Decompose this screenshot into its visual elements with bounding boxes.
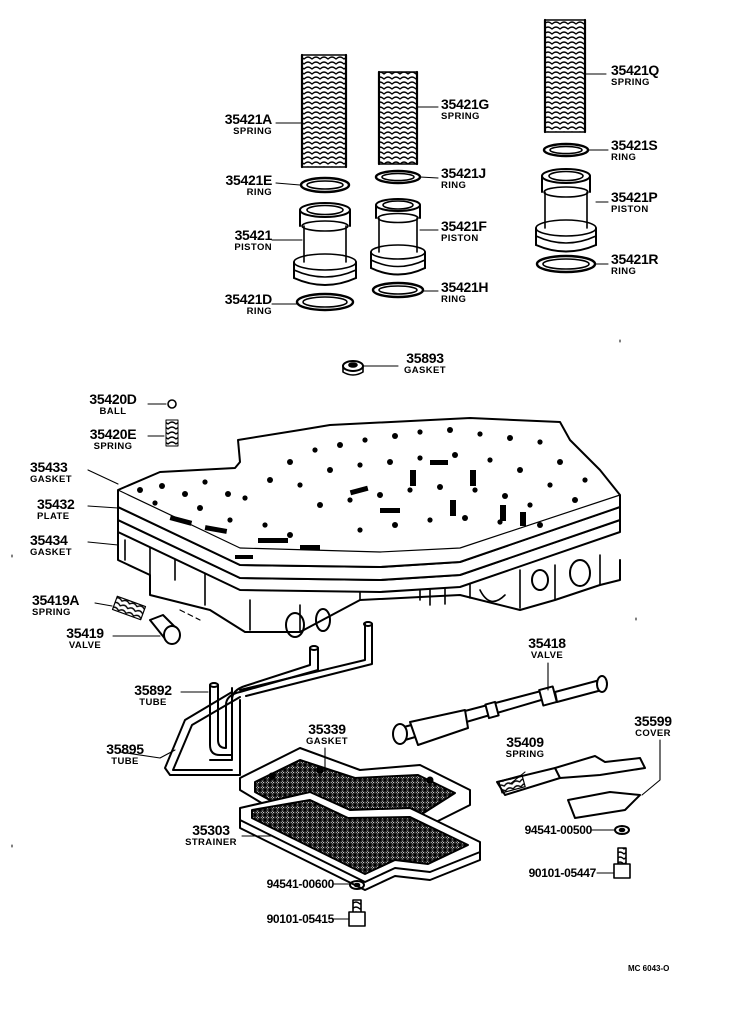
gasket-35893 [342, 360, 364, 376]
piston-35421 [293, 202, 357, 286]
figure-code: MC 6043-O [628, 964, 670, 973]
part-label-94541-00500: 94541-00500 [524, 823, 593, 837]
cover-35599 [567, 791, 641, 819]
spring-35420E [165, 419, 179, 447]
spring-35409 [496, 755, 646, 796]
spring-35421A [300, 53, 348, 169]
bolt-90101-05447 [613, 847, 631, 879]
tubes [164, 621, 373, 776]
piston-35421P [535, 168, 597, 253]
spring-35419A [111, 595, 147, 621]
spring-35421Q [543, 18, 587, 134]
washer-94541-00500 [614, 825, 630, 835]
valve-body [117, 417, 621, 638]
part-label-90101-05447: 90101-05447 [528, 866, 597, 880]
washer-94541-00600 [349, 880, 365, 890]
bolt-90101-05415 [348, 899, 366, 927]
strainer-35303 [239, 791, 481, 891]
valve-35419 [149, 609, 201, 645]
valve-35418 [392, 675, 608, 746]
ball-35420D [167, 399, 177, 409]
part-label-90101-05415: 90101-05415 [266, 912, 335, 926]
part-label-94541-00600: 94541-00600 [266, 877, 335, 891]
spring-35421G [377, 70, 419, 166]
piston-35421F [370, 198, 426, 276]
leader-lines [87, 73, 661, 920]
rings [295, 142, 597, 312]
